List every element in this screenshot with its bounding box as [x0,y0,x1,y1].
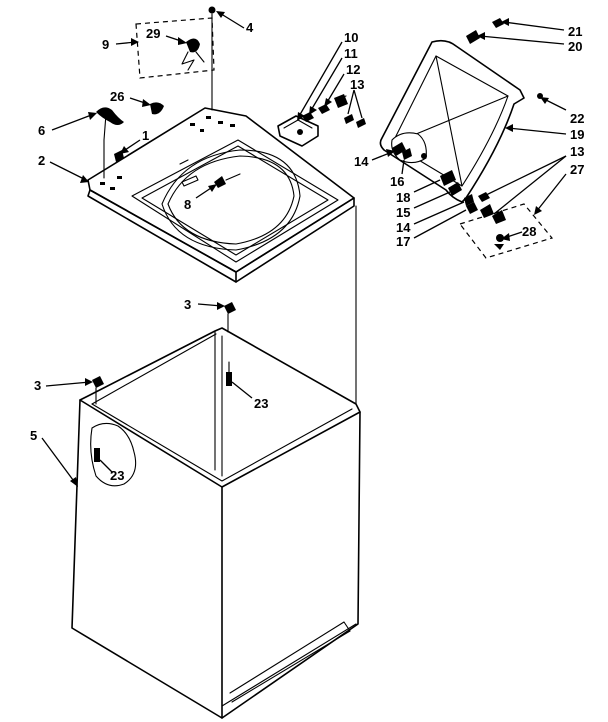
callout-23-rear: 23 [254,396,268,411]
callout-27: 27 [570,162,584,177]
callout-6: 6 [38,123,45,138]
washer-top [87,107,357,283]
callout-20: 20 [568,39,582,54]
callout-22: 22 [570,111,584,126]
callout-28: 28 [522,224,536,239]
cabinet [71,235,361,719]
leader-lines [41,11,567,487]
part-23-bolt-rear [226,361,232,386]
detail-box-27 [459,203,554,259]
callout-11: 11 [344,46,358,61]
callout-14-left: 14 [354,154,369,169]
callout-29: 29 [146,26,160,41]
callout-15: 15 [396,205,410,220]
detail-box-9 [135,17,215,79]
callout-18: 18 [396,190,410,205]
callout-2: 2 [38,153,45,168]
callout-labels: 4 29 9 26 6 1 2 8 10 11 12 13 14 16 18 1… [30,20,584,483]
part-26-clip [150,102,164,115]
part-3-nut-rear [224,302,236,333]
callout-3-front: 3 [34,378,41,393]
callout-1: 1 [142,128,149,143]
lid-hardware [392,142,506,224]
callout-9: 9 [102,37,109,52]
lid-hinge [277,115,319,147]
callout-16: 16 [390,174,404,189]
part-3-nut-front [92,376,104,405]
part-23-bolt-front [94,448,100,462]
callout-19: 19 [570,127,584,142]
part-8 [214,173,241,188]
callout-5: 5 [30,428,37,443]
callout-4: 4 [246,20,254,35]
lid-bumpers [466,18,543,99]
callout-10: 10 [344,30,358,45]
callout-23-front: 23 [110,468,124,483]
part-4-screw [208,6,216,111]
callout-21: 21 [568,24,582,39]
callout-13-top: 13 [350,77,364,92]
callout-26: 26 [110,89,124,104]
callout-17: 17 [396,234,410,249]
callout-12: 12 [346,62,360,77]
callout-8: 8 [184,197,191,212]
part-6-clip [96,107,124,141]
washer-lid [379,39,525,203]
callout-13-right: 13 [570,144,584,159]
callout-14-lower: 14 [396,220,411,235]
callout-3-rear: 3 [184,297,191,312]
hinge-hardware [302,94,366,128]
